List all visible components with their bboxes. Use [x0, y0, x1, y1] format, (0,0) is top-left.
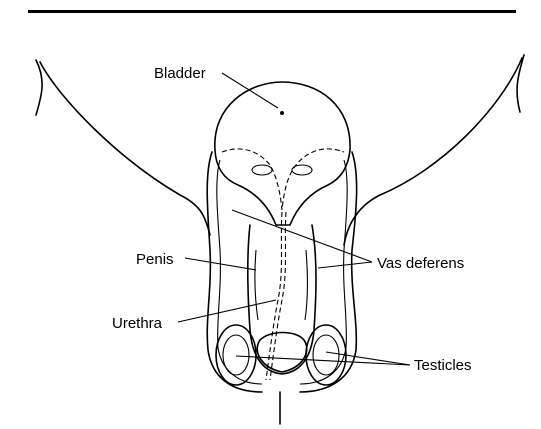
label-vas-deferens: Vas deferens	[377, 255, 464, 272]
testicle-left-inner	[223, 335, 249, 375]
penis-shading-left	[255, 250, 258, 320]
testicle-right	[306, 325, 346, 385]
bladder-dot	[280, 111, 284, 115]
urethra-path	[266, 212, 282, 380]
left-leg-outline	[36, 60, 210, 235]
urethra-path-inner	[270, 212, 286, 380]
label-penis: Penis	[136, 251, 174, 268]
seminal-vesicle-left	[252, 165, 272, 175]
vas-deferens-leader-2	[318, 262, 372, 268]
right-leg-outline	[344, 55, 524, 245]
penis-shading-right	[305, 250, 307, 320]
testicle-right-inner	[313, 335, 339, 375]
label-urethra: Urethra	[112, 315, 163, 332]
bladder-inner-duct	[222, 149, 344, 210]
label-testicles: Testicles	[414, 357, 472, 374]
urethra-leader	[178, 300, 276, 322]
label-bladder: Bladder	[154, 65, 206, 82]
testicle-left	[216, 325, 256, 385]
vas-deferens-leader-1	[232, 210, 372, 262]
seminal-vesicle-right	[292, 165, 312, 175]
